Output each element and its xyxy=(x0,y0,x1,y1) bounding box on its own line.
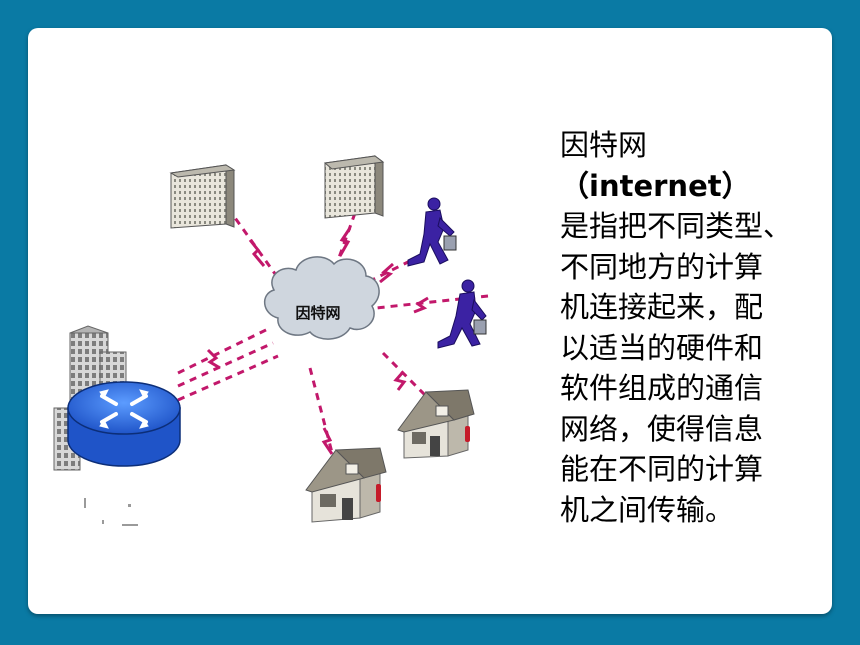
description-line: 是指把不同类型、 xyxy=(560,209,793,243)
house-icon xyxy=(397,389,475,459)
speck-marks xyxy=(84,498,138,526)
runner-icon xyxy=(437,279,487,349)
cloud-icon xyxy=(264,256,380,340)
description-line: 能在不同的计算 xyxy=(560,452,764,486)
server-icon xyxy=(323,155,385,219)
house-icon xyxy=(305,447,387,523)
router-icon xyxy=(67,381,181,467)
link-house-bottom xyxy=(308,367,338,469)
description-line: 因特网 xyxy=(560,128,648,162)
cloud-label: 因特网 xyxy=(295,304,340,322)
link-router-2 xyxy=(177,341,274,388)
description-line: 软件组成的通信 xyxy=(560,371,764,405)
server-icon xyxy=(169,164,236,229)
description-text: 因特网 （internet） 是指把不同类型、 不同地方的计算 机连接起来，配 … xyxy=(560,125,828,530)
description-line: 机连接起来，配 xyxy=(560,290,764,324)
link-house-right xyxy=(381,351,430,400)
link-router-3 xyxy=(177,354,279,402)
link-router-1 xyxy=(177,326,271,375)
description-line: 不同地方的计算 xyxy=(560,249,764,284)
runner-icon xyxy=(407,197,457,267)
description-line: 网络，使得信息 xyxy=(560,411,764,446)
network-diagram: 因特网 xyxy=(53,155,489,526)
description-line: 以适当的硬件和 xyxy=(560,330,764,365)
slide-panel: 因特网 xyxy=(28,28,832,614)
link-server-right xyxy=(334,212,357,267)
network-links xyxy=(177,207,489,469)
description-line: 机之间传输。 xyxy=(560,492,735,527)
description-line: （internet） xyxy=(560,168,751,203)
signal-zigzags xyxy=(206,227,429,455)
